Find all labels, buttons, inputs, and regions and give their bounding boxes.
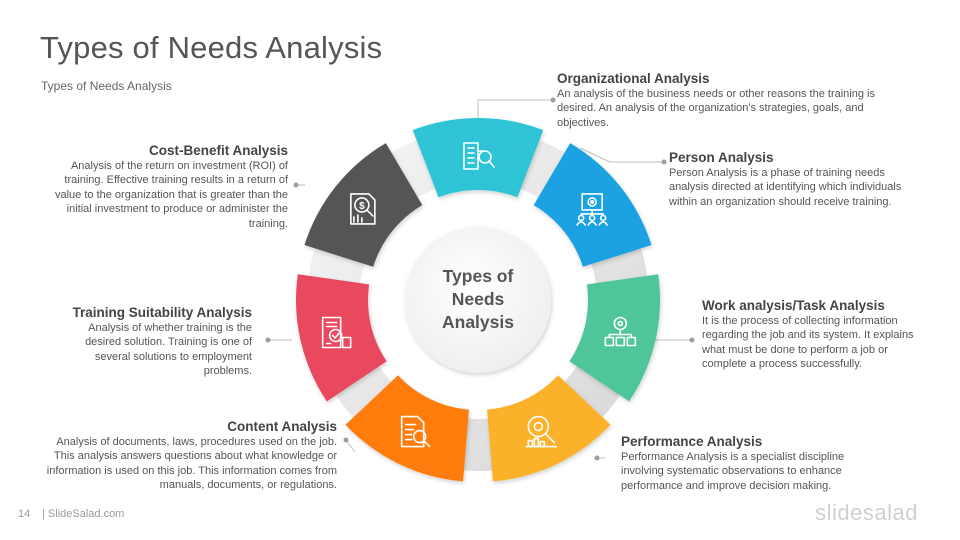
performance-analysis-desc: Performance Analysis is a specialist dis… bbox=[621, 451, 845, 492]
person-analysis-block: Person Analysis Person Analysis is a pha… bbox=[669, 149, 919, 209]
brand-logo: slidesalad bbox=[815, 500, 918, 525]
people-settings-icon bbox=[576, 193, 608, 226]
content-analysis-title: Content Analysis bbox=[227, 419, 337, 434]
center-label-line3: Analysis bbox=[442, 312, 514, 332]
checklist-document-icon bbox=[321, 316, 352, 349]
training-suitability-desc: Analysis of whether training is the desi… bbox=[85, 322, 252, 378]
person-analysis-desc: Person Analysis is a phase of training n… bbox=[669, 167, 902, 208]
icons-layer: $ bbox=[321, 142, 637, 448]
segment-people-settings bbox=[533, 143, 652, 267]
cost-benefit-title: Cost-Benefit Analysis bbox=[148, 143, 288, 158]
training-suitability-title: Training Suitability Analysis bbox=[72, 305, 252, 320]
page-number: 14 bbox=[18, 508, 31, 520]
content-analysis-block: Content Analysis Analysis of documents, … bbox=[45, 418, 337, 493]
connector-line bbox=[579, 147, 664, 163]
page-subtitle: Types of Needs Analysis bbox=[41, 79, 172, 93]
person-analysis-title: Person Analysis bbox=[669, 150, 774, 165]
performance-analysis-block: Performance Analysis Performance Analysi… bbox=[621, 433, 881, 493]
segment-dollar-report-search bbox=[304, 143, 423, 267]
work-analysis-title: Work analysis/Task Analysis bbox=[702, 298, 885, 313]
cost-benefit-block: Cost-Benefit Analysis Analysis of the re… bbox=[40, 142, 288, 231]
document-search-icon bbox=[400, 415, 431, 448]
gear-chart-search-icon bbox=[525, 415, 558, 448]
connector-dot bbox=[293, 182, 299, 188]
page-title: Types of Needs Analysis bbox=[40, 30, 383, 65]
connector-dot bbox=[661, 159, 667, 165]
gear-workflow-icon bbox=[604, 316, 637, 347]
performance-analysis-title: Performance Analysis bbox=[621, 434, 763, 449]
center-label: Types of Needs Analysis bbox=[418, 265, 538, 334]
work-analysis-desc: It is the process of collecting informat… bbox=[702, 315, 914, 371]
training-suitability-block: Training Suitability Analysis Analysis o… bbox=[52, 304, 252, 379]
segment-gear-workflow bbox=[569, 274, 660, 402]
center-label-line1: Types of bbox=[442, 266, 514, 286]
work-analysis-block: Work analysis/Task Analysis It is the pr… bbox=[702, 297, 922, 372]
building-search-icon bbox=[463, 142, 495, 170]
footer-site: | SlideSalad.com bbox=[42, 508, 125, 520]
connector-dot bbox=[343, 437, 349, 443]
organizational-analysis-desc: An analysis of the business needs or oth… bbox=[557, 88, 875, 129]
content-analysis-desc: Analysis of documents, laws, procedures … bbox=[46, 436, 337, 492]
segment-document-search bbox=[345, 375, 469, 482]
connector-dot bbox=[594, 455, 600, 461]
svg-text:$: $ bbox=[359, 201, 365, 212]
connector-dot bbox=[550, 97, 556, 103]
center-circle bbox=[405, 227, 551, 373]
connector-dot bbox=[265, 337, 271, 343]
center-label-line2: Needs bbox=[451, 289, 505, 309]
dollar-report-search-icon: $ bbox=[350, 193, 376, 225]
cost-benefit-desc: Analysis of the return on investment (RO… bbox=[55, 160, 288, 230]
organizational-analysis-title: Organizational Analysis bbox=[557, 71, 710, 86]
connector-dot bbox=[689, 337, 695, 343]
organizational-analysis-block: Organizational Analysis An analysis of t… bbox=[557, 70, 917, 130]
